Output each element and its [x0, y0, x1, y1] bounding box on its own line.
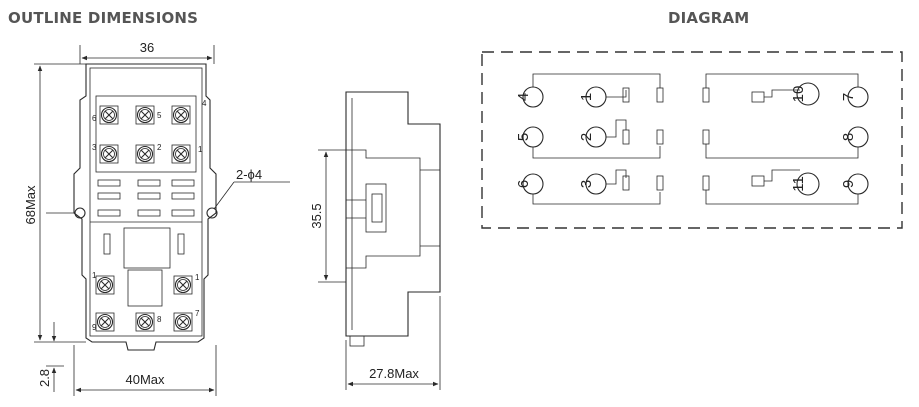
- outline-dimensions-heading: OUTLINE DIMENSIONS: [8, 9, 199, 27]
- dim-offset: 2.8: [37, 369, 52, 387]
- pin-11: 11: [790, 176, 807, 192]
- pin-9: 9: [840, 180, 857, 188]
- terminal-label: 5: [157, 111, 162, 120]
- side-view: 35.5 27.8Max: [309, 91, 441, 390]
- dim-height: 68Max: [23, 185, 38, 225]
- terminal-label: 2: [157, 143, 162, 152]
- pin-8: 8: [840, 133, 857, 141]
- terminal-label: 4: [202, 99, 207, 108]
- dim-hole: 2-ϕ4: [236, 167, 262, 182]
- dim-width-top: 36: [140, 40, 154, 55]
- terminal-label: 1: [92, 271, 97, 280]
- pin-10: 10: [790, 86, 807, 103]
- front-view: 36 4 5 6 3: [23, 40, 290, 396]
- terminal-label: 1: [198, 145, 203, 154]
- dim-rail-height: 35.5: [309, 203, 324, 228]
- wiring-diagram: 4 5 6 1 2 3: [481, 51, 903, 229]
- dim-depth: 27.8Max: [369, 366, 419, 381]
- terminal-label: 7: [195, 309, 200, 318]
- pin-7: 7: [840, 93, 857, 101]
- terminal-label: 1: [195, 273, 200, 282]
- terminal-label: 9: [92, 323, 97, 332]
- pin-3: 3: [578, 180, 595, 188]
- diagram-frame: [481, 51, 903, 229]
- pin-5: 5: [515, 133, 532, 141]
- terminal-label: 6: [92, 114, 97, 123]
- pin-4: 4: [515, 93, 532, 101]
- dim-width-bottom: 40Max: [125, 372, 165, 387]
- pin-1: 1: [578, 93, 595, 101]
- pin-2: 2: [578, 133, 595, 141]
- terminal-label: 8: [157, 315, 162, 324]
- diagram-heading: DIAGRAM: [668, 9, 750, 27]
- pin-6: 6: [515, 180, 532, 188]
- terminal-label: 3: [92, 143, 97, 152]
